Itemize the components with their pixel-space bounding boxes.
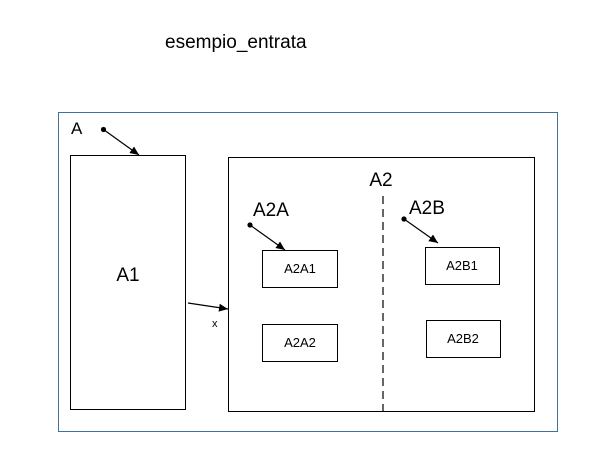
box-a2-label: A2: [369, 170, 392, 191]
arrow-x: [187, 302, 229, 312]
a2a-pointer-arrow: [249, 224, 286, 251]
box-a2b2-label: A2B2: [447, 331, 479, 346]
box-a2a2: [262, 324, 338, 362]
box-a2b1-label: A2B1: [446, 258, 478, 273]
outer-label: A: [71, 119, 83, 138]
outer-pointer-arrow: [103, 129, 140, 156]
box-a2a1-label: A2A1: [284, 261, 316, 276]
region-a2a-label: A2A: [253, 200, 289, 221]
outer-container-a: [58, 112, 558, 432]
box-a2b2: [426, 320, 501, 358]
box-a2a2-label: A2A2: [284, 335, 316, 350]
a2b-pointer-arrow: [403, 218, 439, 244]
box-a2a1: [262, 250, 338, 288]
arrow-x-label: x: [212, 318, 218, 330]
box-a2b1: [425, 247, 500, 285]
box-a1: [70, 155, 186, 410]
box-a1-label: A1: [116, 265, 139, 286]
region-a2b-label: A2B: [409, 198, 445, 219]
diagram-title: esempio_entrata: [165, 32, 307, 53]
